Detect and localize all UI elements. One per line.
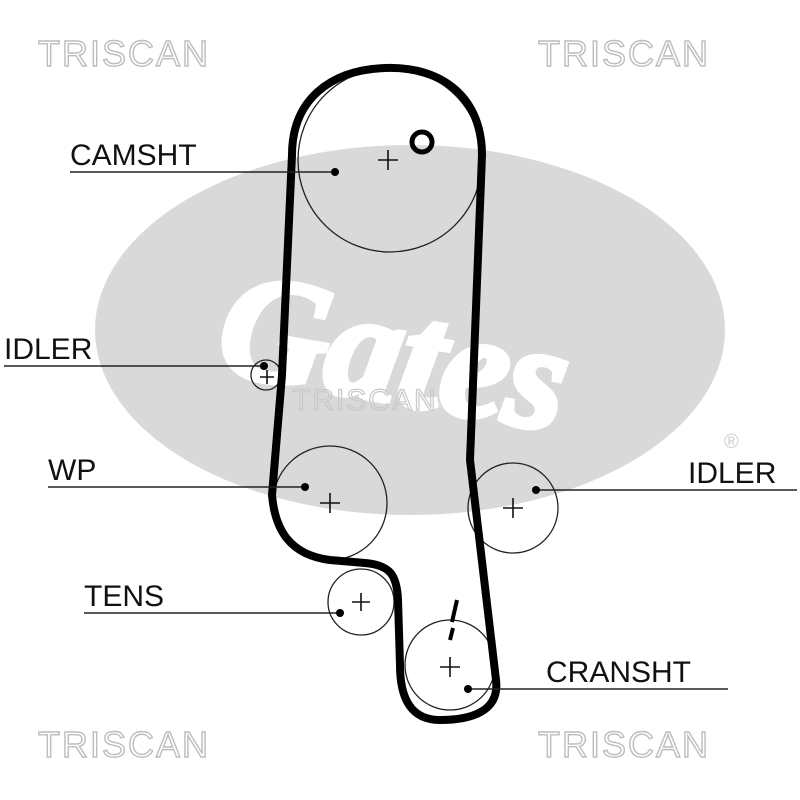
tensioner-pulley: [327, 568, 395, 636]
idler-left-center-mark: [260, 370, 274, 384]
water-pump-leader-dot: [301, 483, 309, 491]
label-camshaft: CAMSHT: [70, 139, 197, 172]
label-idler-right: IDLER: [688, 457, 776, 490]
idler-right-leader-dot: [532, 486, 540, 494]
label-tensioner: TENS: [84, 580, 164, 613]
idler-right-pulley: [467, 462, 559, 554]
crankshaft-leader-dot: [464, 685, 472, 693]
timing-belt: [268, 63, 501, 724]
camshaft-leader-dot: [331, 168, 339, 176]
watermark-top-left: TRISCAN: [38, 33, 210, 74]
watermark-bottom-right: TRISCAN: [538, 724, 710, 765]
label-water-pump: WP: [48, 454, 96, 487]
gates-logo-ellipse: [95, 145, 725, 515]
watermark-bottom-left: TRISCAN: [38, 724, 210, 765]
idler-right-center-mark: [503, 498, 523, 518]
camshaft-center-mark: [378, 150, 398, 170]
leader-dots: [260, 168, 540, 693]
registered-mark: ®: [724, 431, 739, 453]
water-pump-center-mark: [320, 493, 340, 513]
pulley-centers: [260, 150, 523, 677]
gates-logo: Gates ®: [95, 145, 739, 515]
idler-left-leader-dot: [260, 362, 268, 370]
cam-timing-mark: [409, 129, 435, 155]
tensioner-center-mark: [352, 593, 370, 611]
crank-timing-mark: [448, 599, 459, 641]
label-idler-left: IDLER: [4, 333, 92, 366]
watermark-center: TRISCAN: [292, 384, 438, 417]
watermark-top-right: TRISCAN: [538, 33, 710, 74]
label-crankshaft: CRANSHT: [546, 656, 691, 689]
tensioner-leader-dot: [336, 609, 344, 617]
leader-lines: [4, 171, 797, 690]
crankshaft-center-mark: [440, 657, 460, 677]
